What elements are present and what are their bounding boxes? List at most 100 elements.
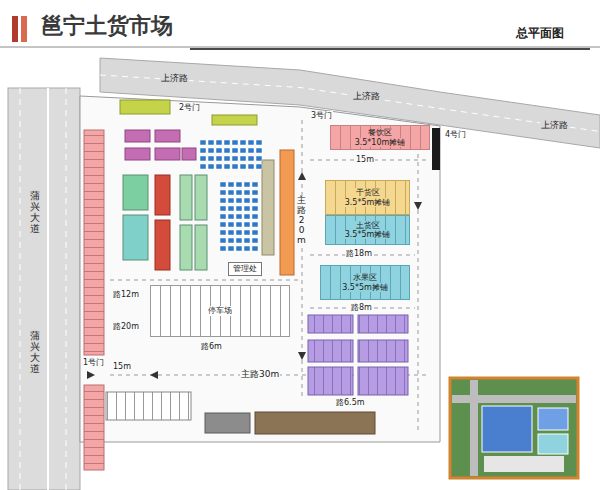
inset-road xyxy=(470,380,478,476)
stall-cell xyxy=(240,148,246,153)
stall-block xyxy=(308,315,353,333)
stall-cell xyxy=(248,156,254,161)
stall-block xyxy=(308,340,353,362)
stall-cell xyxy=(236,182,242,187)
road-name: 上济路 xyxy=(352,91,381,101)
stall-cell xyxy=(236,238,242,243)
stall-cell xyxy=(208,156,214,161)
stall-cell xyxy=(244,190,250,195)
stall-cell xyxy=(216,148,222,153)
header-bar xyxy=(12,16,18,42)
stall-cell xyxy=(220,230,226,235)
shop-strip xyxy=(212,115,257,125)
stall-cell xyxy=(232,140,238,145)
stall-cell xyxy=(240,140,246,145)
stall-block xyxy=(155,220,170,270)
stall-cell xyxy=(200,140,206,145)
road-width: 路18m xyxy=(345,249,373,258)
stall-cell xyxy=(200,164,206,169)
lane-line xyxy=(47,88,49,490)
road-name: 上济路 xyxy=(540,120,569,130)
gate-label: 3号门 xyxy=(310,111,333,120)
stall-cell xyxy=(256,164,262,169)
direction-arrows xyxy=(87,172,422,379)
road-width: 15m xyxy=(355,155,375,164)
stall-cell xyxy=(224,156,230,161)
stall-block xyxy=(125,130,150,142)
stall-block xyxy=(182,148,196,160)
zone-label: 3.5*5m摊铺 xyxy=(344,198,392,207)
shop-strip xyxy=(84,385,104,470)
stall-cell xyxy=(244,214,250,219)
stall-cell xyxy=(252,198,258,203)
stall-cell xyxy=(220,222,226,227)
direction-arrow xyxy=(298,172,306,180)
road-width: 路20m xyxy=(112,322,140,331)
lane-line xyxy=(20,88,21,490)
stall-block xyxy=(125,148,150,160)
location-inset xyxy=(450,378,578,478)
stall-cell xyxy=(244,198,250,203)
stall-cell xyxy=(228,238,234,243)
stall-cell xyxy=(236,222,242,227)
stall-cell xyxy=(244,246,250,251)
stall-block xyxy=(195,175,207,220)
stall-cell xyxy=(240,156,246,161)
stall-block xyxy=(358,340,408,362)
road-width: 路12m xyxy=(112,290,140,299)
gate-label: 4号门 xyxy=(444,130,467,139)
inset-frame xyxy=(450,378,578,478)
zone-label: 干货区 xyxy=(355,188,381,197)
local-goods-zone: 土货区3.5*5m摊铺 xyxy=(325,215,410,245)
drawing-name: 总平面图 xyxy=(515,27,565,41)
road-line xyxy=(418,130,419,430)
stall-cell xyxy=(244,206,250,211)
header-rule xyxy=(190,48,590,50)
stall-block xyxy=(155,148,180,160)
stall-cell xyxy=(252,246,258,251)
stall-cell xyxy=(232,148,238,153)
stall-cell xyxy=(216,156,222,161)
stall-block xyxy=(358,315,408,333)
stall-block xyxy=(123,175,148,210)
food-zone: 餐饮区3.5*10m摊铺 xyxy=(330,125,430,150)
zone-label: 停车场 xyxy=(207,306,233,315)
header-bar xyxy=(21,16,27,42)
stall-cell xyxy=(228,222,234,227)
stall-cell xyxy=(220,246,226,251)
parking-lot: 停车场 xyxy=(150,285,290,337)
stall-cell xyxy=(236,246,242,251)
zone-label: 土货区 xyxy=(355,221,381,230)
stall-cell xyxy=(232,156,238,161)
stall-cell xyxy=(228,230,234,235)
stall-cell xyxy=(220,190,226,195)
gate-label: 2号门 xyxy=(178,103,201,112)
zone-label: 3.5*5m摊铺 xyxy=(341,283,389,292)
stall-cell xyxy=(228,198,234,203)
stall-cell xyxy=(216,164,222,169)
shop-strip xyxy=(84,130,104,355)
stall-grid xyxy=(200,140,262,251)
stall-cell xyxy=(224,148,230,153)
road-name: 蒲兴大道 xyxy=(30,190,40,234)
stall-cell xyxy=(256,148,262,153)
site-boundary xyxy=(80,96,440,442)
stall-cell xyxy=(248,148,254,153)
stall-cell xyxy=(228,246,234,251)
stall-cell xyxy=(252,182,258,187)
stall-cell xyxy=(252,206,258,211)
stall-cell xyxy=(252,222,258,227)
stall-cell xyxy=(208,140,214,145)
stall-cell xyxy=(224,140,230,145)
zone-label: 管理处 xyxy=(232,264,258,273)
shop-strip xyxy=(120,100,170,114)
road-width: 路6m xyxy=(200,342,223,351)
stall-cell xyxy=(252,190,258,195)
road-name: 蒲兴大道 xyxy=(30,330,40,374)
road-name: 上济路 xyxy=(160,73,189,83)
stall-cell xyxy=(208,148,214,153)
stall-block xyxy=(180,225,192,270)
zone-label: 餐饮区 xyxy=(367,128,393,137)
direction-arrow xyxy=(414,202,422,210)
